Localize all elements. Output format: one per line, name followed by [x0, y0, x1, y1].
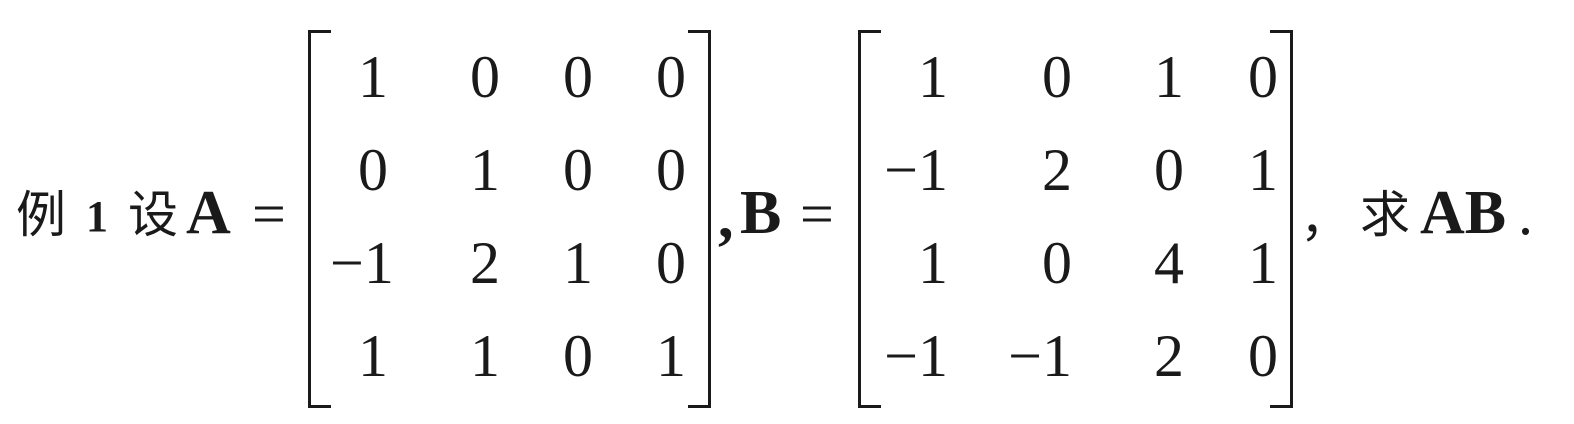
matrix-b-cell: 1	[1248, 136, 1278, 203]
matrix-b-cell: −1	[1008, 322, 1072, 389]
matrix-a-cell: 0	[656, 136, 686, 203]
matrix-a-cell: 0	[563, 322, 593, 389]
matrix-b-row: −1 2 0 1	[880, 123, 1280, 216]
matrix-b-cell: 4	[1154, 229, 1184, 296]
matrix-a-cell: 0	[656, 43, 686, 110]
matrix-b-cell: 1	[918, 43, 948, 110]
matrix-b-cell: 0	[1248, 322, 1278, 389]
matrix-b-row: −1 −1 2 0	[880, 309, 1280, 402]
cjk-comma: ，	[1300, 190, 1350, 248]
matrix-b-name: B	[740, 179, 782, 247]
matrix-b-cell: 2	[1154, 322, 1184, 389]
matrix-a-cell: 1	[358, 322, 388, 389]
matrix-b-cell: 0	[1248, 43, 1278, 110]
matrix-b-cell: 2	[1042, 136, 1072, 203]
matrix-b-row: 1 0 4 1	[880, 216, 1280, 309]
matrix-b-cell: 1	[1248, 229, 1278, 296]
matrix-a-cell: 0	[656, 229, 686, 296]
matrix-a-row: 0 1 0 0	[330, 123, 690, 216]
matrix-a-cell: 1	[563, 229, 593, 296]
matrix-b-row: 1 0 1 0	[880, 30, 1280, 123]
matrix-a-cell: 1	[470, 136, 500, 203]
equals-sign-2: =	[800, 181, 834, 247]
product-name: AB	[1420, 179, 1507, 247]
matrix-a-cell: 0	[563, 136, 593, 203]
matrix-b-cell: 0	[1042, 229, 1072, 296]
matrix-b-cell: −1	[884, 322, 948, 389]
separator-comma: ,	[718, 183, 734, 251]
verb-set: 设	[128, 186, 178, 244]
matrix-a-cell: −1	[330, 229, 394, 296]
matrix-b-cell: 1	[918, 229, 948, 296]
matrix-a: 1 0 0 0 0 1 0 0 −1 2 1 0 1 1 0 1	[330, 30, 690, 402]
matrix-a-row: 1 0 0 0	[330, 30, 690, 123]
matrix-b-right-bracket	[1270, 30, 1293, 408]
matrix-a-cell: 0	[470, 43, 500, 110]
matrix-b-cell: 1	[1154, 43, 1184, 110]
matrix-a-row: 1 1 0 1	[330, 309, 690, 402]
matrix-b-cell: 0	[1154, 136, 1184, 203]
matrix-b-cell: 0	[1042, 43, 1072, 110]
matrix-b: 1 0 1 0 −1 2 0 1 1 0 4 1 −1 −1 2 0	[880, 30, 1280, 402]
verb-find: 求	[1360, 186, 1410, 244]
matrix-a-cell: 0	[563, 43, 593, 110]
matrix-b-left-bracket	[858, 30, 881, 408]
example-label: 例	[16, 186, 66, 244]
example-number: 1	[86, 192, 108, 241]
period: .	[1518, 181, 1533, 247]
matrix-a-right-bracket	[688, 30, 711, 408]
matrix-a-left-bracket	[308, 30, 331, 408]
matrix-a-cell: 1	[470, 322, 500, 389]
matrix-a-cell: 0	[358, 136, 388, 203]
matrix-b-cell: −1	[884, 136, 948, 203]
matrix-a-cell: 1	[358, 43, 388, 110]
equals-sign: =	[252, 181, 286, 247]
matrix-a-name: A	[186, 179, 231, 247]
matrix-a-row: −1 2 1 0	[330, 216, 690, 309]
matrix-a-cell: 1	[656, 322, 686, 389]
matrix-a-cell: 2	[470, 229, 500, 296]
